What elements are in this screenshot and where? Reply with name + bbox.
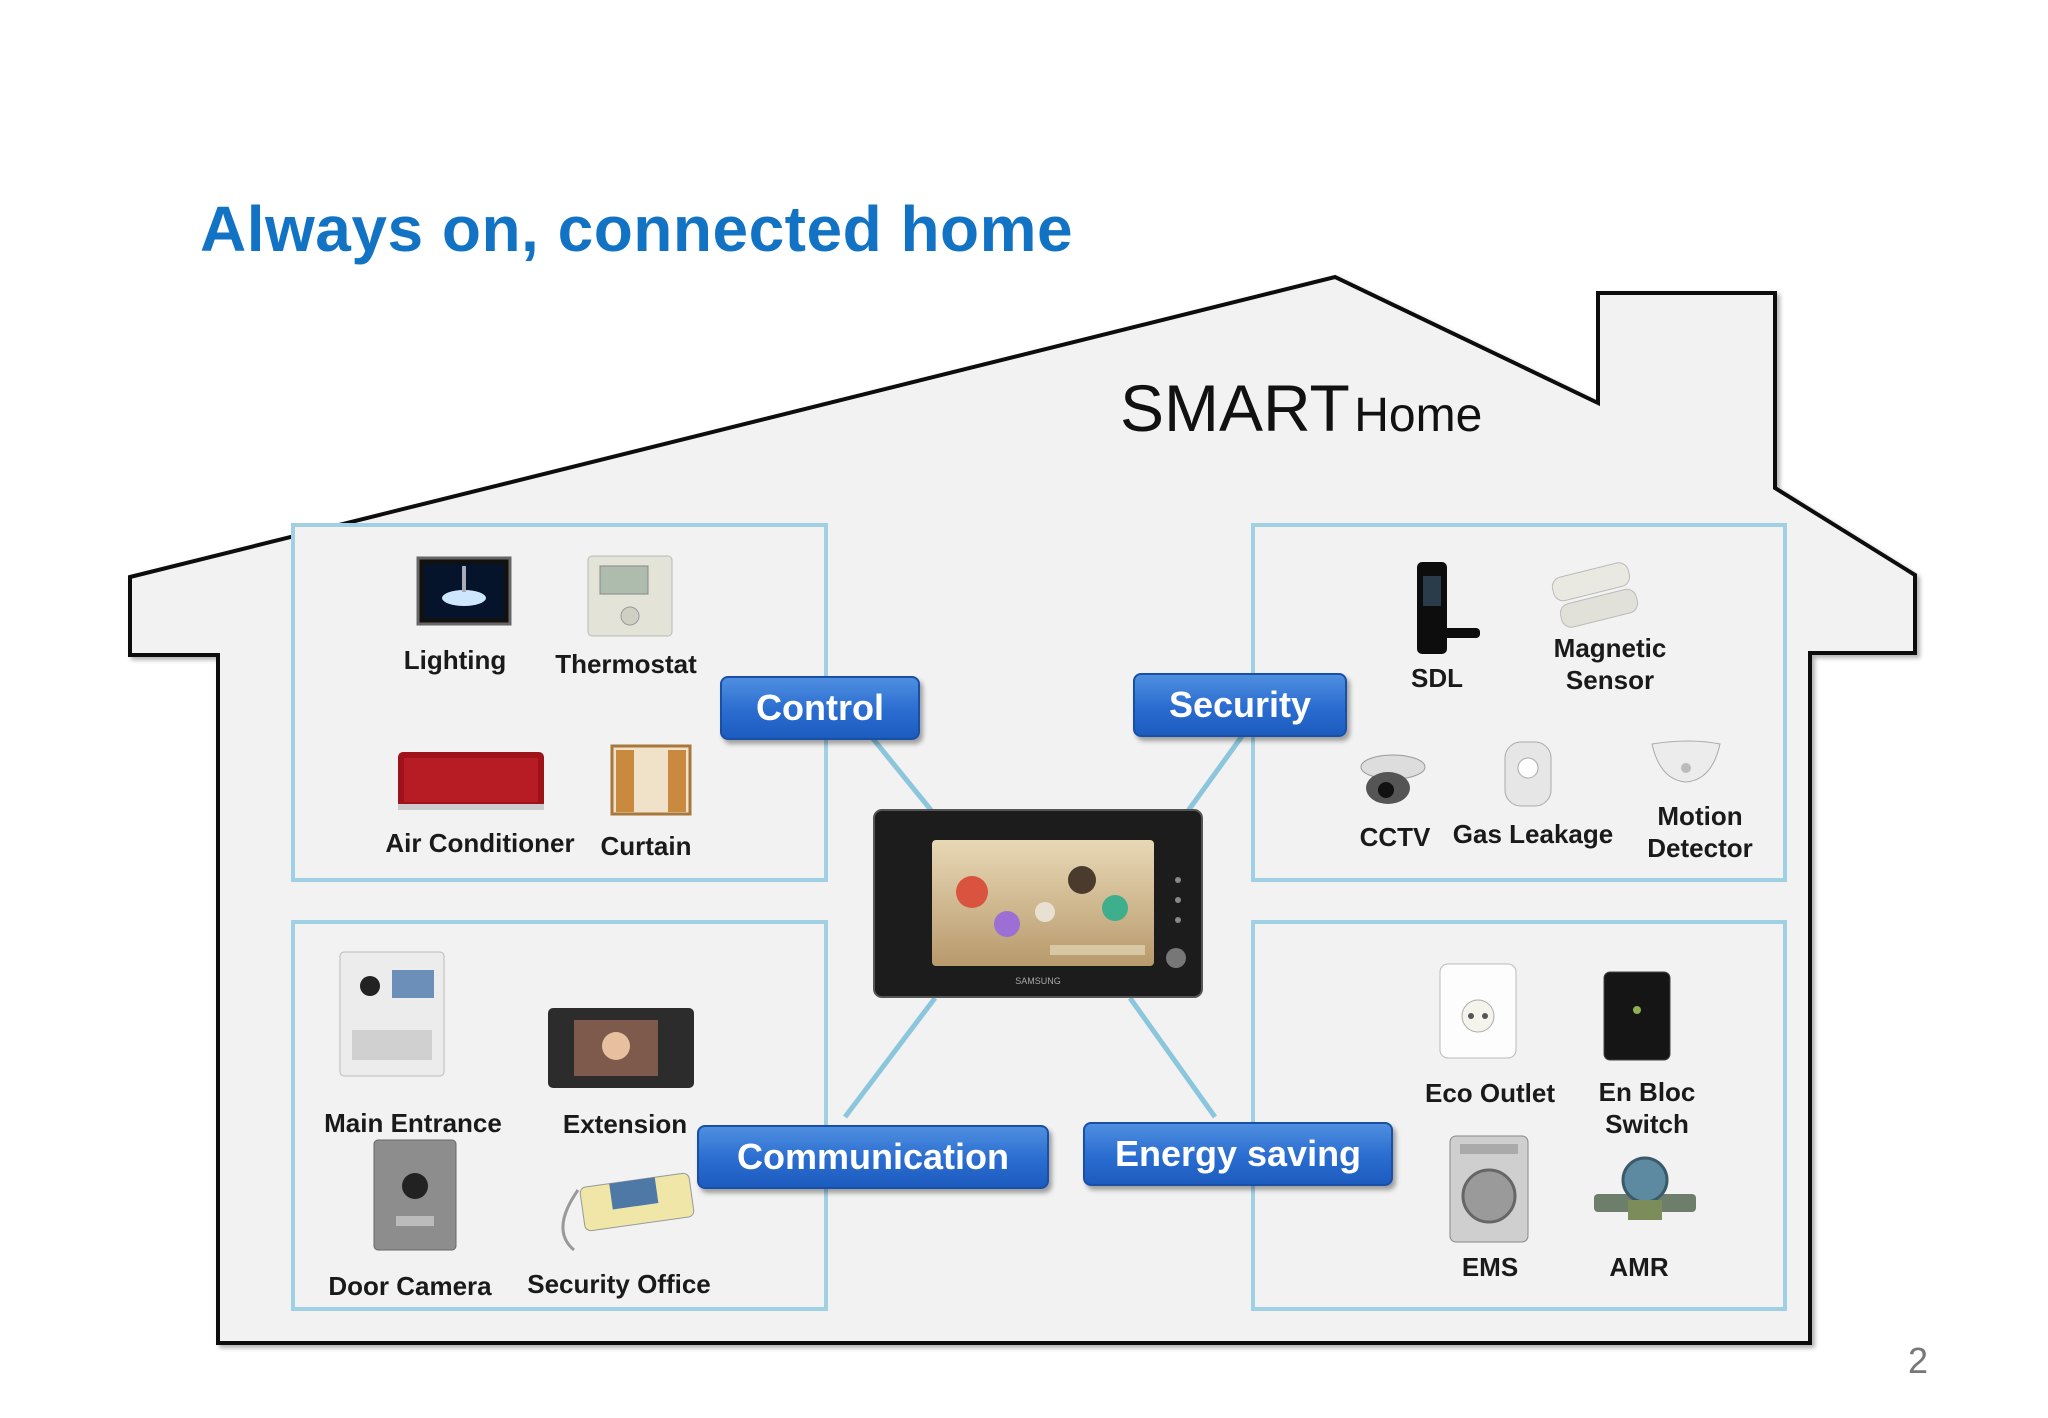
motion-detector-image (1651, 740, 1721, 783)
sdl-label: SDL (1411, 663, 1463, 693)
thermostat-label: Thermostat (555, 649, 697, 679)
motion-detector-label-line1: Motion (1657, 801, 1743, 831)
main-entrance-image (339, 951, 445, 1077)
page-number: 2 (1908, 1340, 1929, 1381)
eco-outlet-label: Eco Outlet (1424, 1078, 1556, 1108)
eco-outlet-image (1439, 963, 1517, 1059)
curtain-label: Curtain (600, 831, 692, 861)
energy-panel (1251, 920, 1787, 1311)
air-conditioner-label: Air Conditioner (385, 828, 575, 858)
sdl-image (1417, 562, 1480, 654)
smart-home-title-big: SMART (1120, 371, 1350, 445)
extension-label: Extension (562, 1109, 688, 1139)
slide-title: Always on, connected home (200, 193, 1074, 265)
cctv-image (1360, 754, 1426, 804)
security-panel (1251, 523, 1787, 882)
connector-control (868, 733, 937, 817)
magnetic-sensor-label-line1: Magnetic (1553, 633, 1667, 663)
magnetic-sensor-label: Magnetic Sensor (1554, 632, 1667, 696)
cctv-label: CCTV (1359, 822, 1431, 852)
curtain-image (610, 744, 692, 816)
amr-image (1594, 1156, 1696, 1220)
en-bloc-switch-label: En Bloc Switch (1599, 1076, 1696, 1140)
amr-label: AMR (1609, 1252, 1669, 1282)
lighting-label: Lighting (403, 645, 507, 675)
air-conditioner-image (398, 752, 544, 810)
main-entrance-label: Main Entrance (324, 1108, 502, 1138)
energy-saving-button[interactable]: Energy saving (1083, 1122, 1393, 1186)
en-bloc-switch-label-line2: Switch (1605, 1109, 1689, 1139)
door-camera-image (373, 1139, 457, 1251)
gas-leakage-label: Gas Leakage (1452, 819, 1614, 849)
extension-image (548, 1008, 694, 1088)
magnetic-sensor-image (1551, 562, 1639, 628)
hub-brand-label: SAMSUNG (1015, 976, 1061, 986)
connector-security (1182, 730, 1248, 817)
hub-device: SAMSUNG (873, 809, 1203, 998)
en-bloc-switch-label-line1: En Bloc (1598, 1077, 1696, 1107)
ems-image (1449, 1135, 1529, 1243)
security-office-image (561, 1172, 695, 1252)
connector-energy (1127, 996, 1218, 1119)
communication-button[interactable]: Communication (697, 1125, 1049, 1189)
motion-detector-label-line2: Detector (1647, 833, 1753, 863)
motion-detector-label: Motion Detector (1647, 800, 1752, 864)
connector-communication (843, 996, 937, 1119)
gas-leakage-image (1504, 741, 1552, 807)
en-bloc-switch-image (1603, 971, 1671, 1061)
smart-home-title-small: Home (1354, 389, 1483, 442)
thermostat-image (587, 555, 673, 637)
security-office-label: Security Office (527, 1269, 711, 1299)
magnetic-sensor-label-line2: Sensor (1565, 665, 1655, 695)
control-button[interactable]: Control (720, 676, 920, 740)
security-button[interactable]: Security (1133, 673, 1347, 737)
door-camera-label: Door Camera (328, 1271, 492, 1301)
ems-label: EMS (1461, 1252, 1519, 1282)
smart-home-title: SMART Home (1120, 370, 1482, 446)
lighting-image (416, 556, 512, 626)
